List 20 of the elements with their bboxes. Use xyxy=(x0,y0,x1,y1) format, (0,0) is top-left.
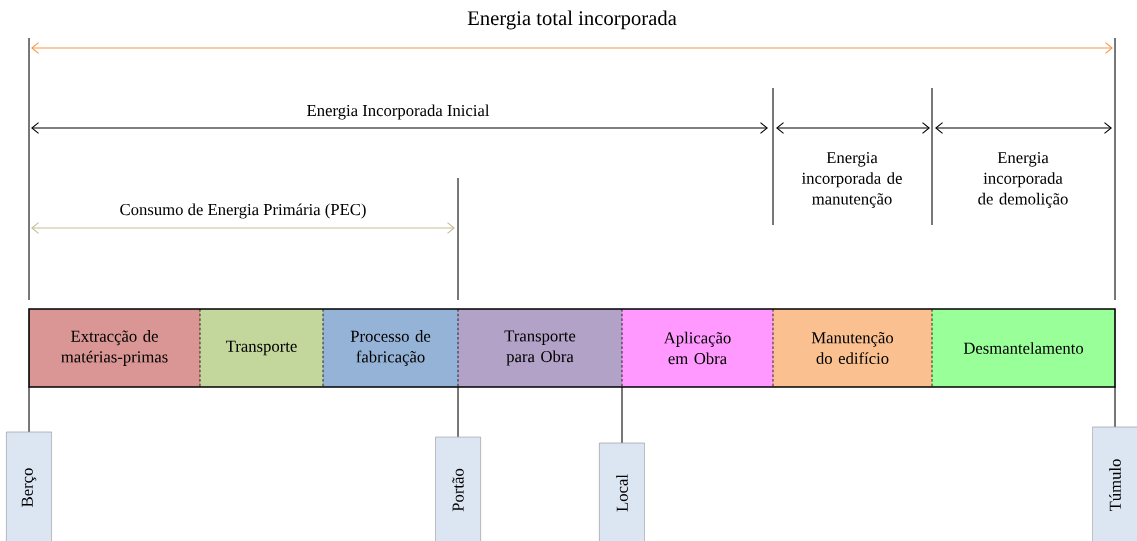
milestone-tag: Túmulo xyxy=(1092,426,1137,541)
timeline-segment: Desmantelamento xyxy=(932,309,1115,387)
leader-line xyxy=(621,386,623,444)
milestone-tag: Berço xyxy=(6,431,52,541)
leader-line xyxy=(457,386,459,438)
timeline-segment: Processo de fabricação xyxy=(323,309,458,387)
leader-line xyxy=(1114,386,1116,428)
timeline-segment: Transporte para Obra xyxy=(458,309,622,387)
dimension-label: Consumo de Energia Primária (PEC) xyxy=(120,203,366,219)
milestone-tag: Portão xyxy=(435,436,481,541)
timeline-segment: Transporte xyxy=(200,309,323,387)
timeline-segment: Extracção de matérias-primas xyxy=(29,309,200,387)
dimension-label: Energia incorporada de demolição xyxy=(978,152,1068,208)
dimension-label: Energia incorporada de manutenção xyxy=(801,152,902,208)
timeline-segment: Manutenção do edifício xyxy=(773,309,932,387)
timeline-segment: Aplicação em Obra xyxy=(622,309,773,387)
milestone-tag: Local xyxy=(599,442,645,541)
title: Energia total incorporada xyxy=(467,10,677,30)
dimension-label: Energia Incorporada Inicial xyxy=(307,104,490,120)
leader-line xyxy=(28,386,30,433)
